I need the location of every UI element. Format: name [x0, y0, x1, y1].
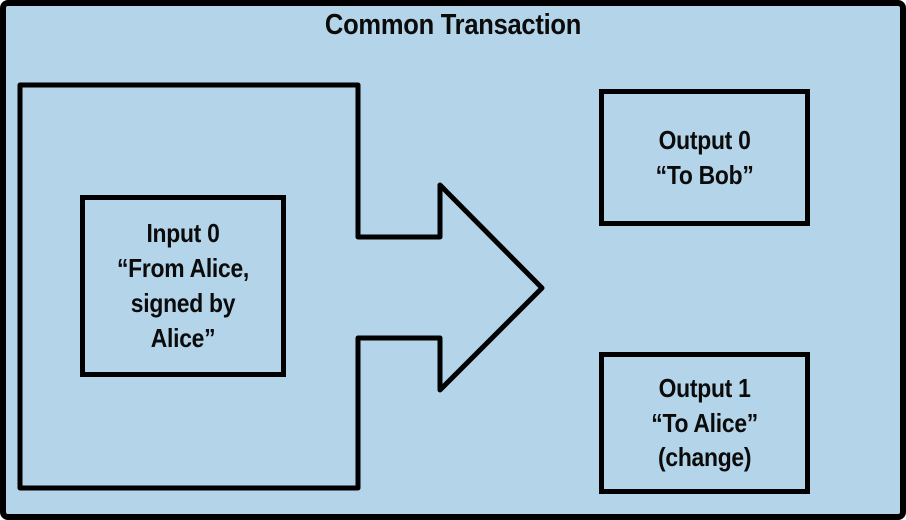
input-0-box: Input 0 “From Alice, signed by Alice” [80, 195, 286, 377]
output-1-box: Output 1 “To Alice” (change) [599, 352, 810, 494]
output-1-label: Output 1 “To Alice” (change) [651, 372, 758, 473]
right-arrow-icon [17, 82, 545, 491]
input-0-label: Input 0 “From Alice, signed by Alice” [116, 218, 250, 353]
diagram-title: Common Transaction [324, 9, 582, 41]
output-0-box: Output 0 “To Bob” [599, 89, 810, 226]
output-0-label: Output 0 “To Bob” [655, 124, 754, 190]
